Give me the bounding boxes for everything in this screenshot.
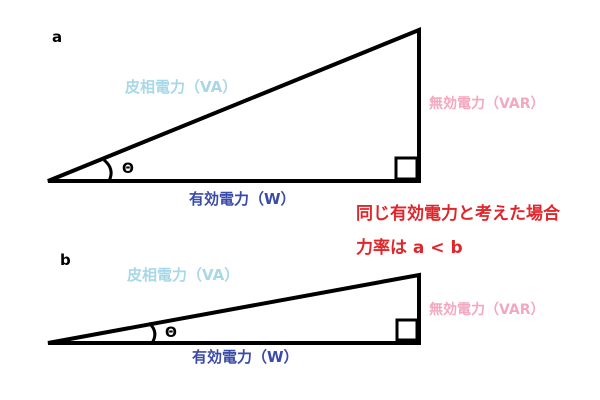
triangle-b-id-label: b bbox=[60, 251, 71, 269]
triangle-b-angle-arc bbox=[147, 321, 157, 344]
triangle-b-active-power-label: 有効電力（W） bbox=[192, 348, 299, 366]
triangle-b-angle-label: Θ bbox=[165, 325, 177, 341]
triangle-a-id-label: a bbox=[52, 28, 62, 46]
triangle-a-reactive-power-label: 無効電力（VAR） bbox=[429, 95, 545, 112]
triangle-b-right-angle-marker bbox=[395, 318, 419, 342]
triangle-a-right-angle-marker bbox=[394, 156, 419, 181]
note-condition-text: 同じ有効電力と考えた場合 bbox=[356, 204, 560, 224]
triangle-a-apparent-power-label: 皮相電力（VA） bbox=[125, 78, 237, 96]
triangle-b: b Θ 皮相電力（VA） 無効電力（VAR） 有効電力（W） bbox=[47, 251, 545, 366]
triangle-a-angle-label: Θ bbox=[122, 161, 134, 177]
triangle-b-apparent-power-label: 皮相電力（VA） bbox=[127, 266, 239, 284]
triangle-a: a Θ 皮相電力（VA） 無効電力（VAR） 有効電力（W） bbox=[47, 27, 545, 208]
triangle-a-angle-arc bbox=[103, 158, 113, 182]
triangle-a-active-power-label: 有効電力（W） bbox=[189, 190, 296, 208]
note-power-factor-comparison-text: 力率は a < b bbox=[356, 238, 463, 258]
triangle-b-reactive-power-label: 無効電力（VAR） bbox=[429, 301, 545, 318]
triangle-a-shape bbox=[47, 27, 421, 183]
triangle-b-shape bbox=[47, 272, 421, 345]
